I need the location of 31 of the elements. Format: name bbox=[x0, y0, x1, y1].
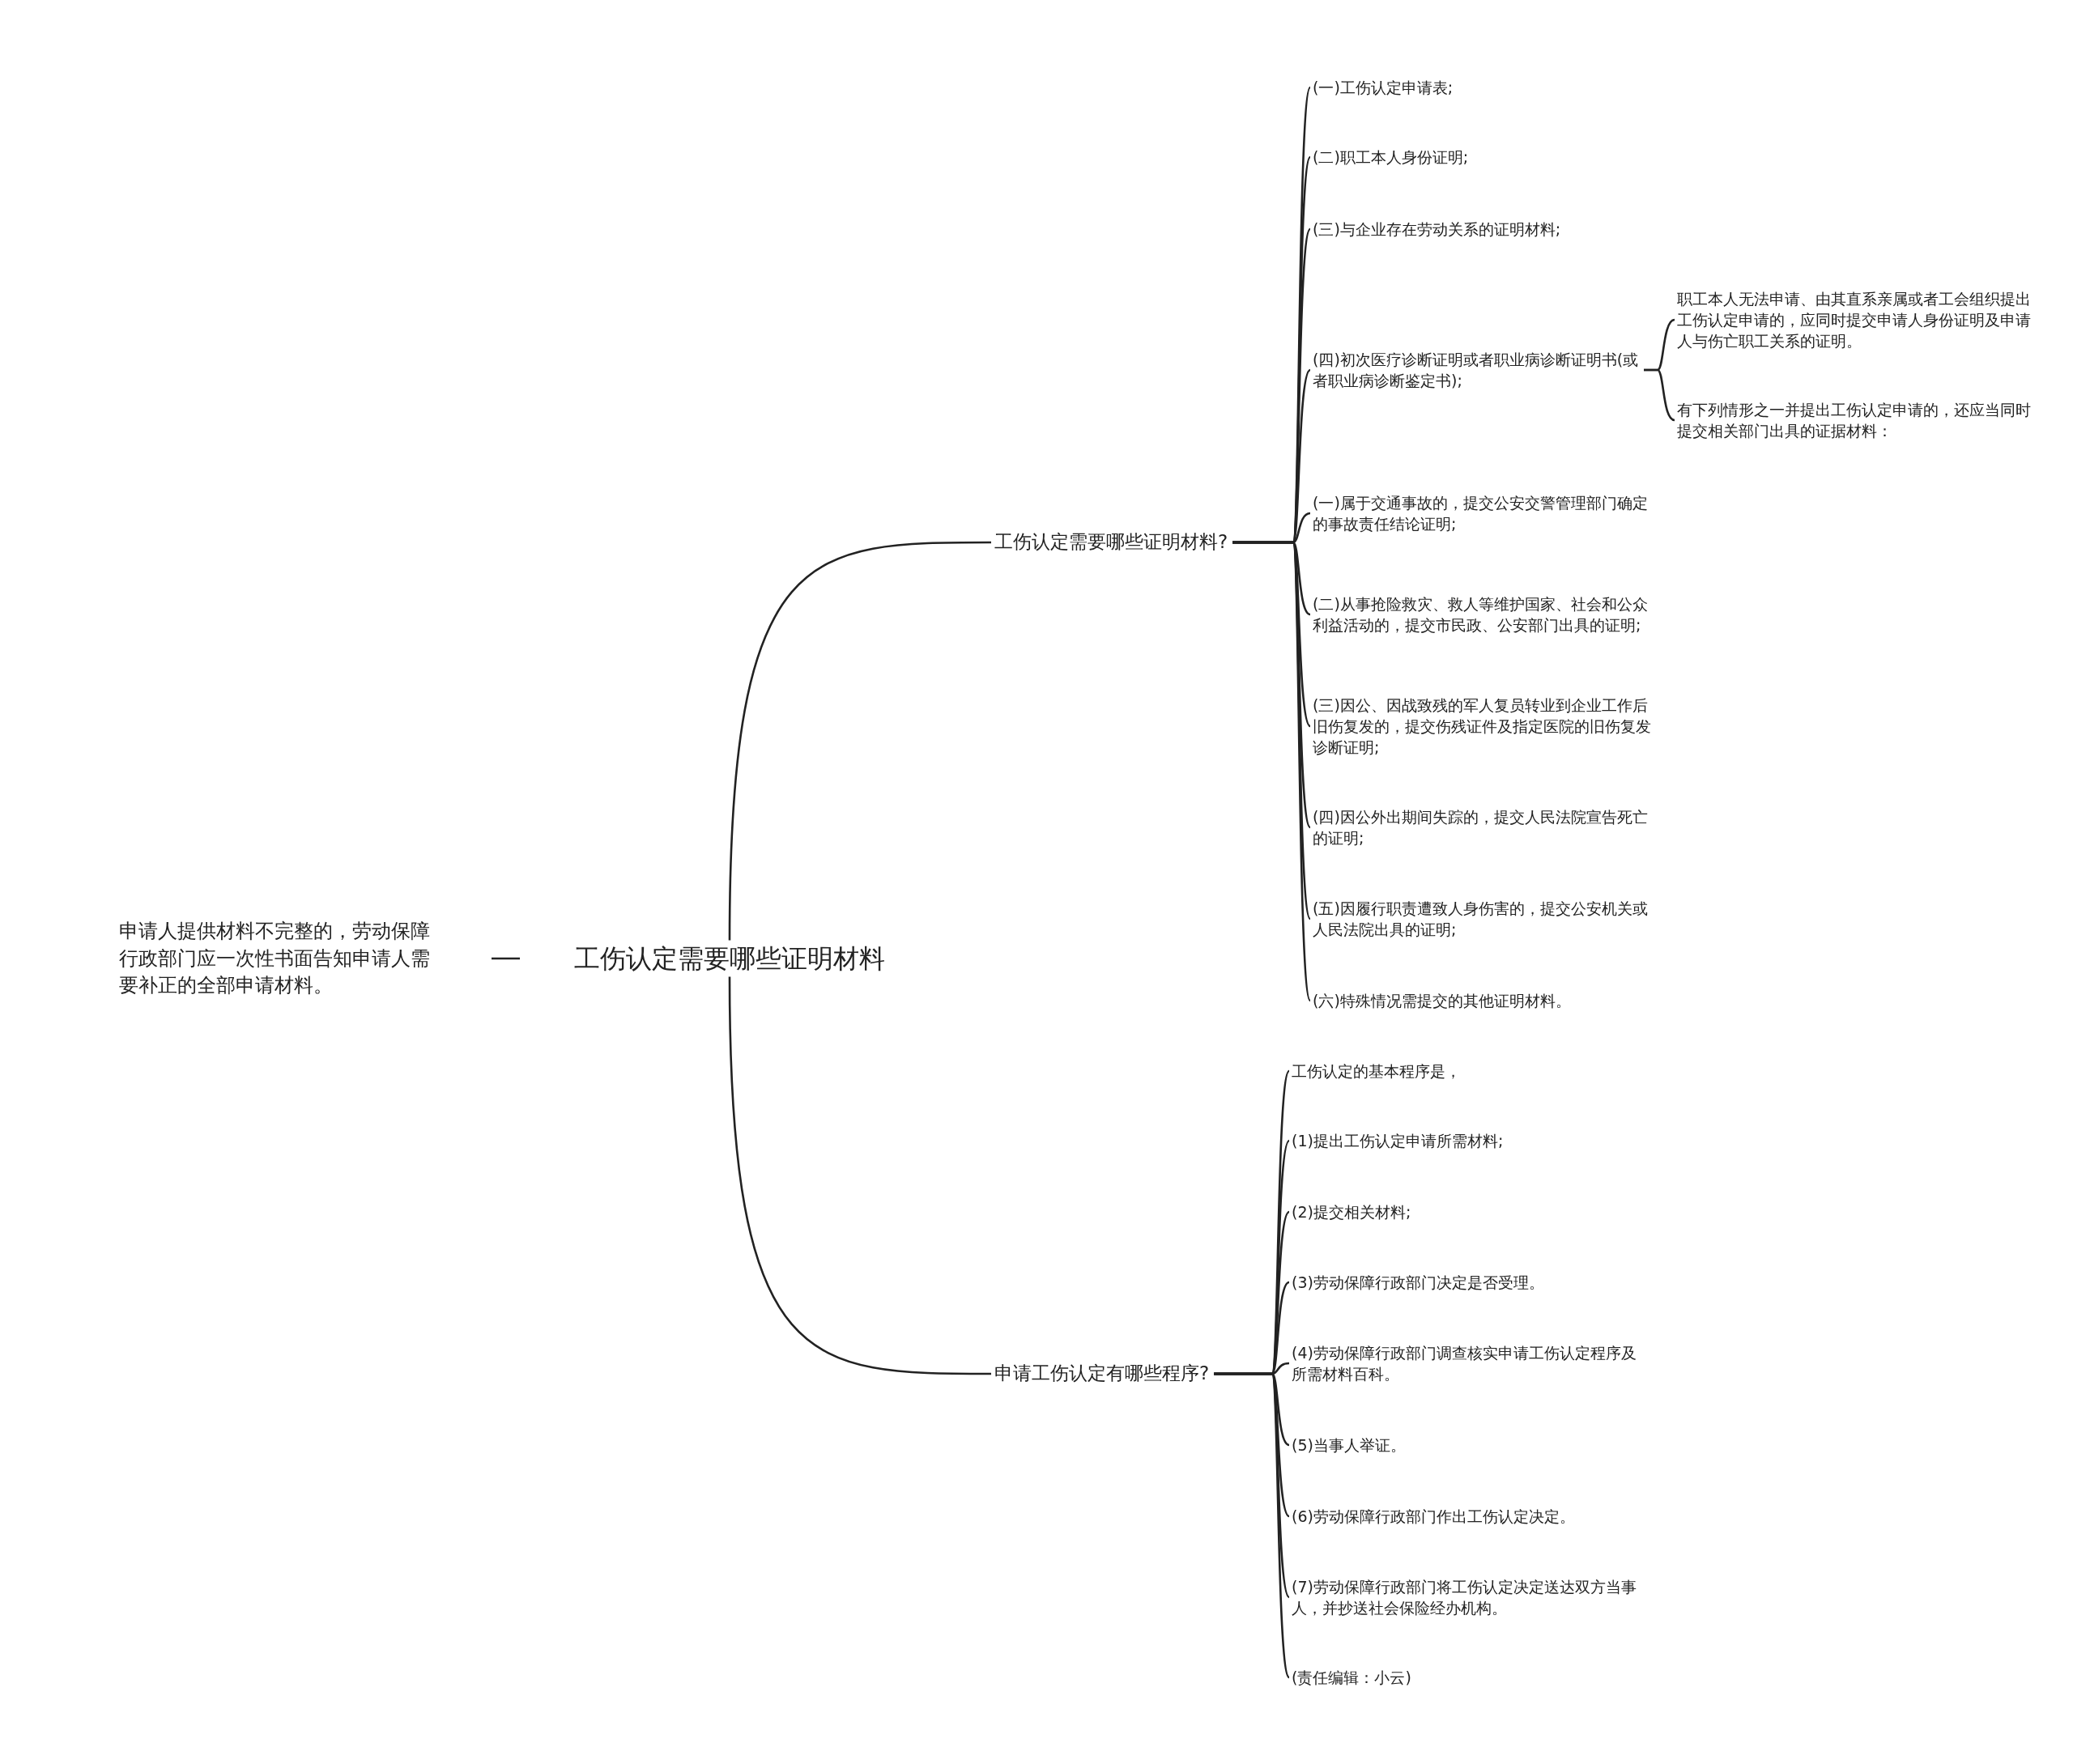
subtopic-text: (四)因公外出期间失踪的，提交人民法院宣告死亡的证明; bbox=[1313, 805, 1661, 849]
subtopic-text: (6)劳动保障行政部门作出工伤认定决定。 bbox=[1292, 1505, 1640, 1528]
subtopic-text: (5)当事人举证。 bbox=[1292, 1434, 1640, 1456]
subtopic-text: (3)劳动保障行政部门决定是否受理。 bbox=[1292, 1271, 1640, 1294]
subtopic-text: (2)提交相关材料; bbox=[1292, 1201, 1640, 1223]
connector-line bbox=[728, 541, 991, 941]
subtopic-text: (7)劳动保障行政部门将工伤认定决定送达双方当事人，并抄送社会保险经办机构。 bbox=[1292, 1575, 1640, 1619]
subtopic-text: 职工本人无法申请、由其直系亲属或者工会组织提出工伤认定申请的，应同时提交申请人身份证明及申请人与伤亡职工关系的证明。 bbox=[1677, 287, 2033, 352]
subtopic-text: (一)属于交通事故的，提交公安交警管理部门确定的事故责任结论证明; bbox=[1313, 491, 1661, 535]
connector-line bbox=[492, 957, 520, 960]
subtopic-text: 工伤认定的基本程序是， bbox=[1292, 1060, 1640, 1082]
connector-line bbox=[1232, 541, 1312, 1001]
subtopic-text: (四)初次医疗诊断证明或者职业病诊断证明书(或者职业病诊断鉴定书); bbox=[1313, 348, 1641, 392]
branch-topic: 申请工伤认定有哪些程序? bbox=[994, 1361, 1210, 1387]
subtopic-text: (三)因公、因战致残的军人复员转业到企业工作后旧伤复发的，提交伤残证件及指定医院的旧伤复发诊断证明; bbox=[1313, 694, 1661, 759]
subtopic-text: (三)与企业存在劳动关系的证明材料; bbox=[1313, 218, 1661, 240]
subtopic-text: 有下列情形之一并提出工伤认定申请的，还应当同时提交相关部门出具的证据材料： bbox=[1677, 398, 2033, 442]
branch-topic: 工伤认定需要哪些证明材料? bbox=[994, 529, 1228, 555]
connector-line bbox=[728, 976, 991, 1375]
subtopic-text: (4)劳动保障行政部门调查核实申请工伤认定程序及所需材料百科。 bbox=[1292, 1341, 1640, 1385]
connector-line bbox=[1214, 1372, 1291, 1678]
side-topic: 申请人提供材料不完整的，劳动保障行政部门应一次性书面告知申请人需要补正的全部申请材料。 bbox=[119, 917, 492, 1000]
subtopic-text: (二)职工本人身份证明; bbox=[1313, 146, 1661, 168]
subtopic-text: (二)从事抢险救灾、救人等维护国家、社会和公众利益活动的，提交市民政、公安部门出具的证明; bbox=[1313, 593, 1661, 636]
subtopic-text: (一)工伤认定申请表; bbox=[1313, 76, 1661, 99]
subtopic-text: (六)特殊情况需提交的其他证明材料。 bbox=[1313, 989, 1661, 1012]
central-topic: 工伤认定需要哪些证明材料 bbox=[520, 940, 939, 977]
subtopic-text: (责任编辑：小云) bbox=[1292, 1666, 1640, 1689]
subtopic-text: (五)因履行职责遭致人身伤害的，提交公安机关或人民法院出具的证明; bbox=[1313, 897, 1661, 941]
subtopic-text: (1)提出工伤认定申请所需材料; bbox=[1292, 1129, 1640, 1152]
connector-line bbox=[1644, 368, 1675, 422]
